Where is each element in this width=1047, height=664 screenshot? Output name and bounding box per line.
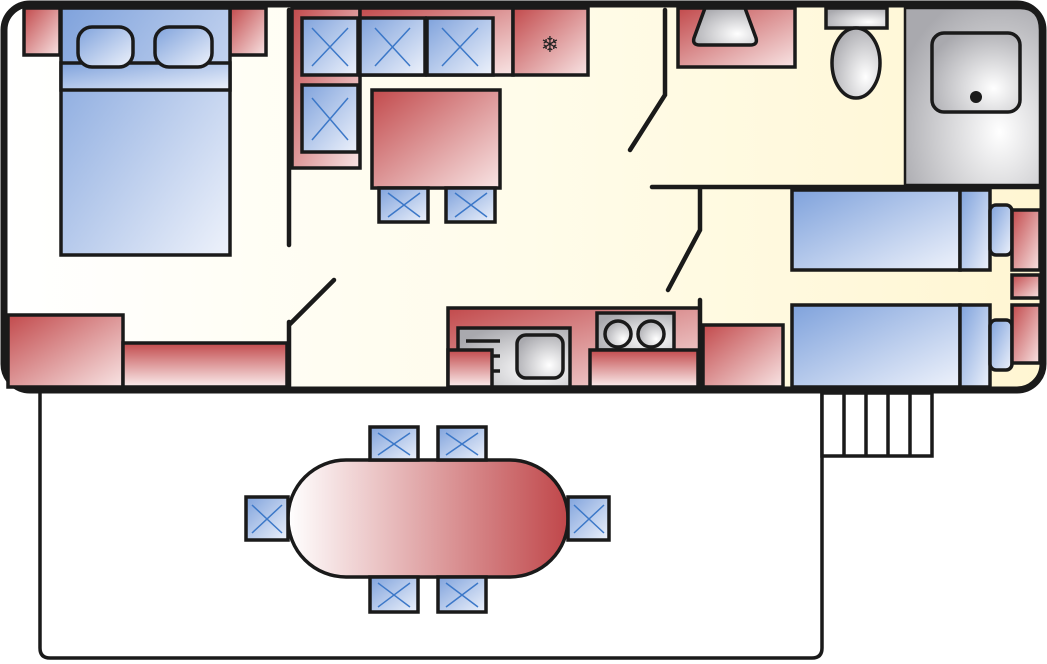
drain — [970, 91, 982, 103]
nightstand-right — [228, 6, 268, 57]
dining-chairs — [377, 186, 497, 224]
bathroom — [676, 6, 1042, 187]
fridge — [511, 6, 590, 77]
toilet-bowl — [830, 26, 882, 100]
pillow — [153, 25, 214, 69]
bathroom-door — [627, 7, 668, 153]
toilet-tank — [824, 6, 889, 30]
outdoor-chairs — [244, 425, 611, 614]
bedroom-wall-door — [286, 7, 337, 390]
dining-table-outdoor — [286, 458, 570, 579]
sink — [691, 6, 759, 47]
mobile-home-outline — [0, 0, 1047, 394]
twin-bedroom — [790, 188, 1042, 389]
dining-table — [370, 88, 502, 190]
nightstand-left — [22, 6, 62, 57]
snowflake-icon: ❄ — [541, 33, 559, 58]
twin-bedroom-wall-door — [649, 184, 1043, 390]
wardrobe — [121, 341, 289, 389]
cabinet-tiles — [300, 16, 495, 154]
single-bed — [790, 188, 962, 272]
wardrobe — [6, 313, 125, 389]
pillow — [76, 25, 135, 69]
master-bedroom — [6, 6, 289, 389]
terrace — [38, 390, 934, 660]
cabinet — [701, 323, 785, 389]
steps — [820, 391, 934, 458]
single-bed — [790, 303, 962, 389]
